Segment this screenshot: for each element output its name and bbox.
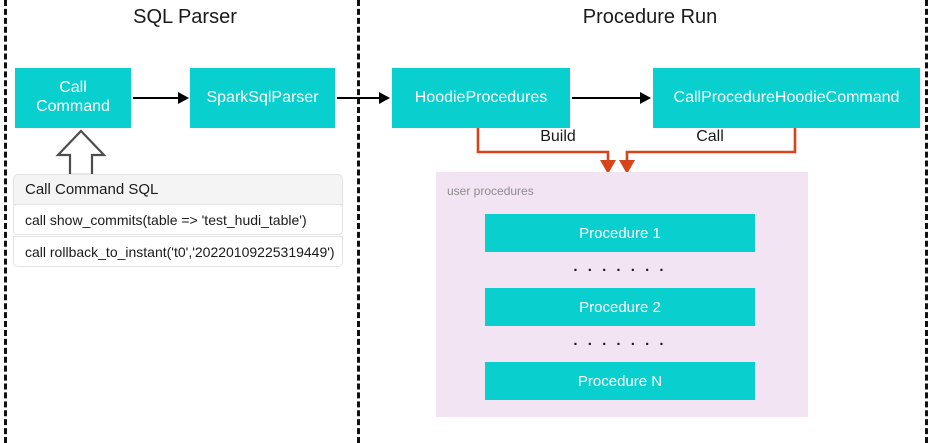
procedures-separator-1: . . . . . . .: [573, 258, 667, 275]
node-spark-sql-parser[interactable]: SparkSqlParser: [190, 68, 335, 128]
node-call-command-label-line1: Call: [59, 79, 87, 97]
section-title-sql-parser: SQL Parser: [133, 6, 237, 28]
sql-table-row-text: call show_commits(table => 'test_hudi_ta…: [25, 211, 307, 228]
node-call-procedure-hoodie-command-label: CallProcedureHoodieCommand: [673, 88, 900, 106]
divider-left: [4, 0, 7, 443]
arrow-spark-to-hoodie-line: [337, 97, 379, 99]
node-spark-sql-parser-label: SparkSqlParser: [206, 88, 319, 106]
connector-call: [625, 128, 797, 162]
procedure-box-1[interactable]: Procedure 1: [485, 214, 755, 252]
connector-call-arrowhead: [619, 160, 635, 174]
divider-right: [925, 0, 928, 443]
arrow-spark-to-hoodie-head: [379, 92, 390, 104]
divider-middle: [357, 0, 360, 443]
node-hoodie-procedures[interactable]: HoodieProcedures: [392, 68, 570, 128]
connector-label-build: Build: [540, 128, 576, 145]
arrow-hoodie-to-callprocedure-line: [572, 97, 640, 99]
section-title-procedure-run: Procedure Run: [582, 6, 718, 28]
arrow-call-command-to-spark-line: [133, 97, 179, 99]
sql-table-header-label: Call Command SQL: [25, 181, 159, 198]
connector-build-arrowhead: [600, 160, 616, 174]
arrow-call-command-to-spark-head: [178, 92, 189, 104]
connector-label-call: Call: [696, 128, 724, 145]
node-call-procedure-hoodie-command[interactable]: CallProcedureHoodieCommand: [653, 68, 920, 128]
sql-table-row[interactable]: call rollback_to_instant('t0','202201092…: [13, 236, 343, 267]
user-procedures-label: user procedures: [447, 184, 534, 198]
node-call-command-label-line2: Command: [36, 98, 110, 115]
sql-table-row-text: call rollback_to_instant('t0','202201092…: [25, 243, 335, 260]
arrow-hoodie-to-callprocedure-head: [640, 92, 651, 104]
procedure-box-n-label: Procedure N: [577, 372, 663, 390]
call-command-sql-table: Call Command SQL call show_commits(table…: [13, 174, 343, 267]
procedure-box-n[interactable]: Procedure N: [485, 362, 755, 400]
connector-build: [476, 128, 610, 162]
procedure-box-1-label: Procedure 1: [579, 224, 661, 242]
sql-table-row[interactable]: call show_commits(table => 'test_hudi_ta…: [13, 204, 343, 235]
procedure-box-2[interactable]: Procedure 2: [485, 288, 755, 326]
procedure-box-2-label: Procedure 2: [579, 298, 661, 316]
procedures-separator-2: . . . . . . .: [573, 332, 667, 349]
node-hoodie-procedures-label: HoodieProcedures: [414, 88, 548, 106]
node-call-command[interactable]: Call Command: [15, 68, 131, 128]
